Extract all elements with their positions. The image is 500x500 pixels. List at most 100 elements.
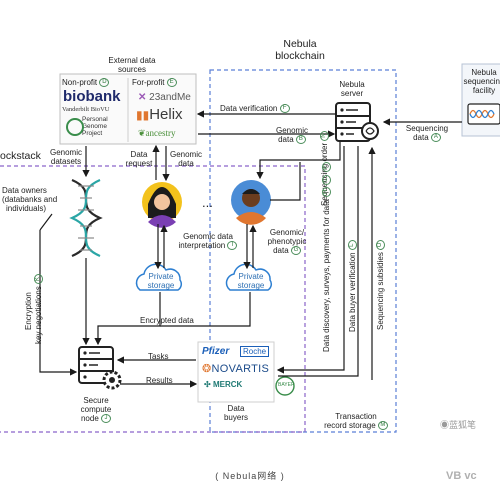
leaf-icon: ❦ <box>138 128 146 138</box>
label-genomic-data-2: Genomic data <box>168 150 204 168</box>
label-buyer-verification: Data buyer verification L <box>348 240 358 332</box>
label-encrypted-data: Encrypted data <box>140 316 194 325</box>
private-storage-label-2: Private storage <box>232 272 270 290</box>
badge-k: K <box>34 273 44 284</box>
label-phenotypic: Genomic/ phenotypic data G <box>262 228 312 256</box>
label-encryption: Encryption <box>24 292 33 330</box>
badge-d: D <box>99 78 110 88</box>
genomic-datasets-line1: Genomic <box>49 148 82 157</box>
compute-node-icon <box>78 346 122 390</box>
facility-line2: sequencing <box>463 77 500 86</box>
interpretation-line1: Genomic data <box>183 232 233 241</box>
bayer-mark <box>275 376 295 396</box>
compute-line3: node <box>80 414 99 423</box>
nonprofit-text: Non-profit <box>62 78 98 87</box>
private-storage-cloud-2 <box>225 263 273 291</box>
storage1-line2: storage <box>147 281 175 290</box>
nebula-title-line2: blockchain <box>275 50 325 62</box>
facility-label: Nebula sequencing facility <box>462 68 500 95</box>
data-request-line1: Data <box>130 150 148 159</box>
transaction-line2: record storage <box>324 421 376 430</box>
buyer-verification-text: Data buyer verification <box>348 252 357 332</box>
encryption-text: Encryption <box>24 292 33 330</box>
vb-watermark: VB vc <box>446 470 477 482</box>
sequencer-icon <box>467 103 500 125</box>
genomic-data2-line2: data <box>178 159 194 168</box>
badge-i: I <box>227 241 238 251</box>
watermark-text: ◉蓝狐笔 <box>440 418 476 431</box>
label-interpretation: Genomic data interpretation I <box>176 232 240 251</box>
genomic-datasets-line2: datasets <box>50 157 82 166</box>
pfizer-logo: Pfizer <box>202 346 230 357</box>
label-data-request: Data request <box>124 150 154 168</box>
facility-line1: Nebula <box>471 68 497 77</box>
roche-logo: Roche <box>240 346 270 357</box>
nebula-server-label: Nebula server <box>322 80 382 98</box>
external-title-line2: sources <box>117 65 146 74</box>
merck-mark-icon: ✣ <box>204 380 211 389</box>
biobank-logo: biobank <box>63 88 121 105</box>
pgp-line2: Genome <box>82 123 107 130</box>
private-storage-label-1: Private storage <box>142 272 180 290</box>
external-title-line1: External data <box>108 56 156 65</box>
vb-brand-text: vc <box>464 470 477 482</box>
badge-l: L <box>348 240 358 251</box>
server-icon <box>335 102 379 142</box>
badge-g: G <box>290 246 301 256</box>
badge-n: N <box>320 130 330 141</box>
transaction-label: Transaction record storage M <box>316 412 396 431</box>
badge-h: H <box>322 186 332 197</box>
pgp-line3: Project <box>82 130 103 137</box>
arrow-key-negotiation <box>39 230 78 376</box>
label-key-negotiations: key negotiations K <box>34 273 44 344</box>
vanderbilt-logo: Vanderbilt BioVU <box>62 106 110 113</box>
compute-node-label: Secure compute node J <box>66 396 126 424</box>
label-genomic-data-b: Genomic data B <box>272 126 312 145</box>
nonprofit-label: Non-profit D <box>62 78 110 88</box>
sequencing-data-line1: Sequencing <box>405 124 449 133</box>
helix-text: Helix <box>149 106 183 123</box>
badge-o: O <box>376 239 386 250</box>
ancestry-text: ancestry <box>145 128 176 138</box>
data-request-line2: request <box>125 159 153 168</box>
blockchain-boundary <box>209 69 397 433</box>
label-sequencing-data: Sequencing data A <box>402 124 452 143</box>
storage1-line1: Private <box>148 272 174 281</box>
genomic-data-b-line1: Genomic <box>275 126 308 135</box>
merck-logo: ✣ MERCK <box>204 380 242 389</box>
arrow-buyer-verification <box>278 146 359 377</box>
label-genomic-datasets: Genomic datasets <box>44 148 88 166</box>
badge-a: A <box>430 133 441 143</box>
owners-line1: Data owners <box>2 186 47 195</box>
bayer-logo: BAYER <box>278 382 295 388</box>
badge-m: M <box>377 421 388 431</box>
pgp-logo: Personal Genome Project <box>82 116 108 137</box>
wechat-icon: ◉ <box>440 420 450 430</box>
label-tasks: Tasks <box>148 352 169 361</box>
subsidies-text: Sequencing subsidies <box>376 252 385 330</box>
figure-caption: ( Nebula网络 ) <box>215 471 285 481</box>
facility-line3: facility <box>472 86 496 95</box>
novartis-logo: ❂NOVARTIS <box>202 362 269 375</box>
pgp-mark-icon <box>66 118 84 136</box>
buyers-line1: Data <box>227 404 245 413</box>
nebula-title: Nebula blockchain <box>262 38 338 62</box>
forprofit-text: For-profit <box>132 78 165 87</box>
data-verification-text: Data verification <box>220 104 278 113</box>
data-buyers-label: Data buyers <box>216 404 256 422</box>
external-sources-title: External data sources <box>92 56 172 74</box>
interpretation-line2: interpretation <box>178 241 226 250</box>
watermark-label: 蓝狐笔 <box>449 420 477 430</box>
label-results: Results <box>146 376 173 385</box>
merck-text: MERCK <box>212 380 243 389</box>
23andme-logo: ✕ 23andMe <box>138 92 191 103</box>
key-negotiations-text: key negotiations <box>34 286 43 344</box>
avatar-woman <box>142 182 182 228</box>
owners-line2: (databanks and <box>2 195 58 204</box>
transaction-line1: Transaction <box>335 412 377 421</box>
arrow-data-discovery <box>276 146 345 374</box>
phenotypic-line3: data <box>273 246 289 255</box>
badge-e: E <box>166 78 177 88</box>
badge-b: B <box>295 135 306 145</box>
